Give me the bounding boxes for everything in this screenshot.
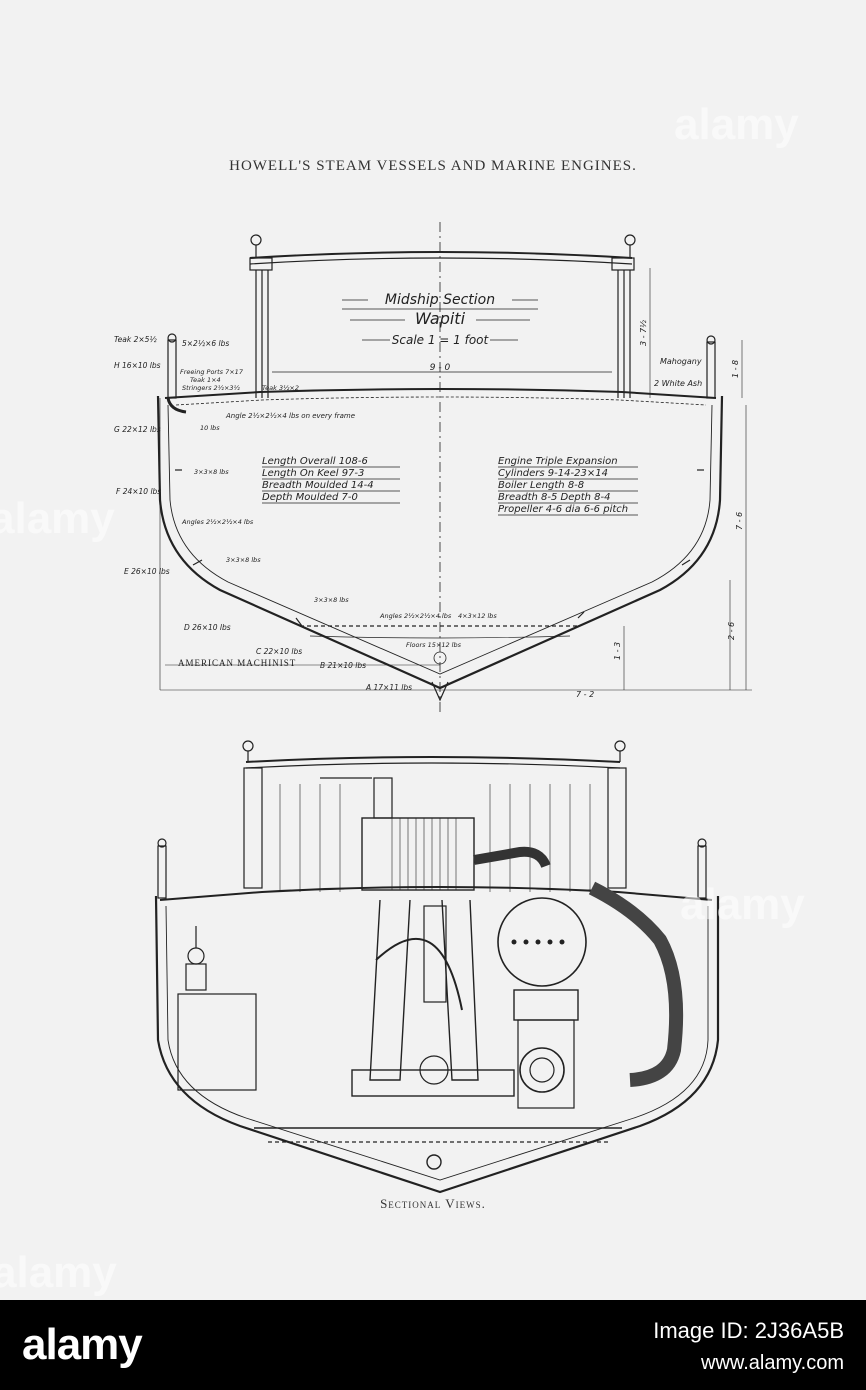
- image-id: Image ID: 2J36A5B: [653, 1318, 844, 1343]
- midship-heading: Midship Section: [385, 292, 495, 308]
- left-callouts: Teak 2×5½ 5×2½×6 lbs H 16×10 lbs Freeing…: [114, 335, 497, 692]
- callout: Teak 2×5½: [114, 335, 157, 344]
- watermark: alamy: [680, 880, 805, 929]
- page-title: HOWELL'S STEAM VESSELS AND MARINE ENGINE…: [229, 158, 637, 174]
- spec-row: Depth Moulded 7-0: [262, 492, 358, 503]
- dim-half-breadth: 7 - 2: [576, 690, 594, 699]
- callout: Angles 2½×2½×4 lbs: [181, 518, 254, 526]
- spec-table-right: Engine Triple Expansion Cylinders 9-14-2…: [498, 456, 628, 515]
- credit-label: AMERICAN MACHINIST: [178, 658, 296, 668]
- callout: A 17×11 lbs: [365, 683, 412, 692]
- spec-table-left: Length Overall 108-6 Length On Keel 97-3…: [262, 456, 374, 503]
- callout: E 26×10 lbs: [124, 567, 170, 576]
- callout: 3×3×8 lbs: [314, 596, 349, 604]
- dim-depth-upper: 3 - 7½: [639, 320, 648, 346]
- callout: 5×2½×6 lbs: [182, 339, 229, 348]
- callout: Teak 1×4: [190, 376, 221, 384]
- callout: Floors 15×12 lbs: [406, 641, 462, 649]
- spec-row: Cylinders 9-14-23×14: [498, 468, 608, 479]
- watermark: alamy: [0, 1248, 117, 1297]
- callout: Stringers 2½×3½: [182, 384, 241, 392]
- stock-footer-bar: alamy Image ID: 2J36A5B www.alamy.com: [0, 1300, 866, 1390]
- callout: C 22×10 lbs: [256, 647, 302, 656]
- dim-floor-depth: 2 - 6: [727, 622, 736, 640]
- spec-row: Engine Triple Expansion: [498, 456, 618, 467]
- watermark: alamy: [0, 494, 115, 543]
- spec-row: Breadth Moulded 14-4: [262, 480, 374, 491]
- callout: 2 White Ash: [654, 379, 702, 388]
- spec-row: Boiler Length 8-8: [498, 480, 584, 491]
- callout: G 22×12 lbs: [114, 425, 161, 434]
- watermark: alamy: [674, 100, 799, 149]
- dim-keel-rise: 1 - 3: [613, 642, 622, 660]
- alamy-logo[interactable]: alamy: [22, 1320, 143, 1369]
- figure-caption: Sectional Views.: [380, 1196, 486, 1211]
- callout: Angles 2½×2½×4 lbs: [379, 612, 452, 620]
- right-callouts: Mahogany 2 White Ash: [654, 357, 702, 388]
- spec-row: Length On Keel 97-3: [262, 468, 364, 479]
- callout: Mahogany: [660, 357, 702, 366]
- footer-meta: Image ID: 2J36A5B www.alamy.com: [653, 1318, 844, 1375]
- callout: 3×3×8 lbs: [226, 556, 261, 564]
- sectional-drawing: Midship Section Wapiti Scale 1 = 1 foot …: [114, 222, 752, 1194]
- dim-beam-inner: 9 - 0: [430, 363, 451, 373]
- callout: 4×3×12 lbs: [458, 612, 497, 620]
- callout: H 16×10 lbs: [114, 361, 161, 370]
- spec-row: Propeller 4-6 dia 6-6 pitch: [498, 504, 628, 515]
- spec-row: Length Overall 108-6: [262, 456, 368, 467]
- scale-label: Scale 1 = 1 foot: [392, 333, 490, 347]
- vessel-name: Wapiti: [415, 309, 466, 328]
- dim-bulwark: 1 - 8: [731, 360, 740, 378]
- spec-row: Breadth 8-5 Depth 8-4: [498, 492, 611, 503]
- callout: D 26×10 lbs: [184, 623, 231, 632]
- callout: Freeing Ports 7×17: [180, 368, 244, 376]
- callout: Angle 2½×2½×4 lbs on every frame: [225, 412, 355, 420]
- callout: 3×3×8 lbs: [194, 468, 229, 476]
- site-link[interactable]: www.alamy.com: [701, 1352, 844, 1374]
- callout: F 24×10 lbs: [116, 487, 161, 496]
- dim-depth-side: 7 - 6: [735, 512, 744, 530]
- callout: 10 lbs: [200, 424, 220, 432]
- midship-title-block: Midship Section Wapiti Scale 1 = 1 foot: [342, 292, 538, 347]
- callout: Teak 3½×2: [262, 384, 299, 392]
- callout: B 21×10 lbs: [320, 661, 366, 670]
